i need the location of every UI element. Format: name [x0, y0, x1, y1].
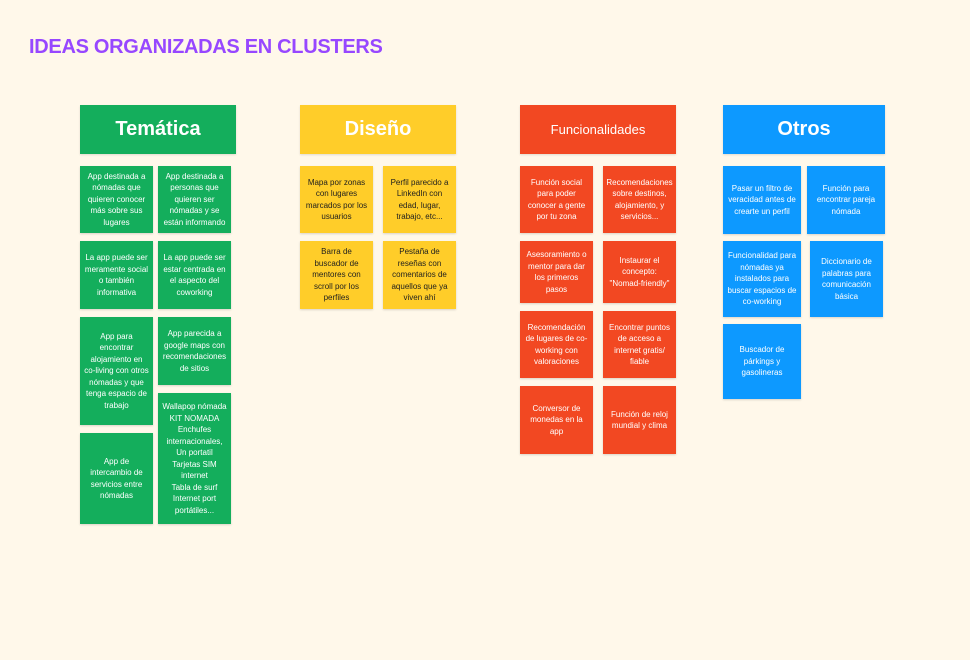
sticky-note[interactable]: Pasar un filtro de veracidad antes de cr… [723, 166, 801, 234]
cluster-header-funcionalidades[interactable]: Funcionalidades [520, 105, 676, 154]
sticky-note[interactable]: Buscador de párkings y gasolineras [723, 324, 801, 399]
sticky-note[interactable]: App de intercambio de servicios entre nó… [80, 433, 153, 524]
sticky-note[interactable]: Función de reloj mundial y clima [603, 386, 676, 454]
page-title: IDEAS ORGANIZADAS EN CLUSTERS [29, 36, 383, 58]
sticky-note[interactable]: Asesoramiento o mentor para dar los prim… [520, 241, 593, 303]
sticky-note[interactable]: Recomendaciones sobre destinos, alojamie… [603, 166, 676, 233]
cluster-otros: Otros [723, 105, 885, 154]
sticky-note[interactable]: Mapa por zonas con lugares marcados por … [300, 166, 373, 233]
cluster-header-otros[interactable]: Otros [723, 105, 885, 154]
sticky-note[interactable]: La app puede ser estar centrada en el as… [158, 241, 231, 309]
sticky-note[interactable]: Perfil parecido a LinkedIn con edad, lug… [383, 166, 456, 233]
cluster-tematica: Temática [80, 105, 236, 154]
sticky-note[interactable]: App destinada a personas que quieren ser… [158, 166, 231, 233]
sticky-note[interactable]: Pestaña de reseñas con comentarios de aq… [383, 241, 456, 309]
sticky-note[interactable]: Diccionario de palabras para comunicació… [810, 241, 883, 317]
sticky-note[interactable]: App para encontrar alojamiento en co-liv… [80, 317, 153, 425]
sticky-note[interactable]: Barra de buscador de mentores con scroll… [300, 241, 373, 309]
sticky-note[interactable]: Conversor de monedas en la app [520, 386, 593, 454]
cluster-header-tematica[interactable]: Temática [80, 105, 236, 154]
sticky-note[interactable]: Encontrar puntos de acceso a internet gr… [603, 311, 676, 378]
sticky-note[interactable]: Funcionalidad para nómadas ya instalados… [723, 241, 801, 317]
cluster-funcionalidades: Funcionalidades [520, 105, 676, 154]
sticky-note[interactable]: Función social para poder conocer a gent… [520, 166, 593, 233]
cluster-header-diseno[interactable]: Diseño [300, 105, 456, 154]
sticky-note[interactable]: La app puede ser meramente social o tamb… [80, 241, 153, 309]
sticky-note[interactable]: App parecida a google maps con recomenda… [158, 317, 231, 385]
sticky-note[interactable]: Instaurar el concepto: "Nomad-friendly" [603, 241, 676, 303]
sticky-note[interactable]: Función para encontrar pareja nómada [807, 166, 885, 234]
cluster-diseno: Diseño [300, 105, 456, 154]
sticky-note[interactable]: App destinada a nómadas que quieren cono… [80, 166, 153, 233]
sticky-note[interactable]: Wallapop nómada KIT NOMADA Enchufes inte… [158, 393, 231, 524]
sticky-note[interactable]: Recomendación de lugares de co-working c… [520, 311, 593, 378]
